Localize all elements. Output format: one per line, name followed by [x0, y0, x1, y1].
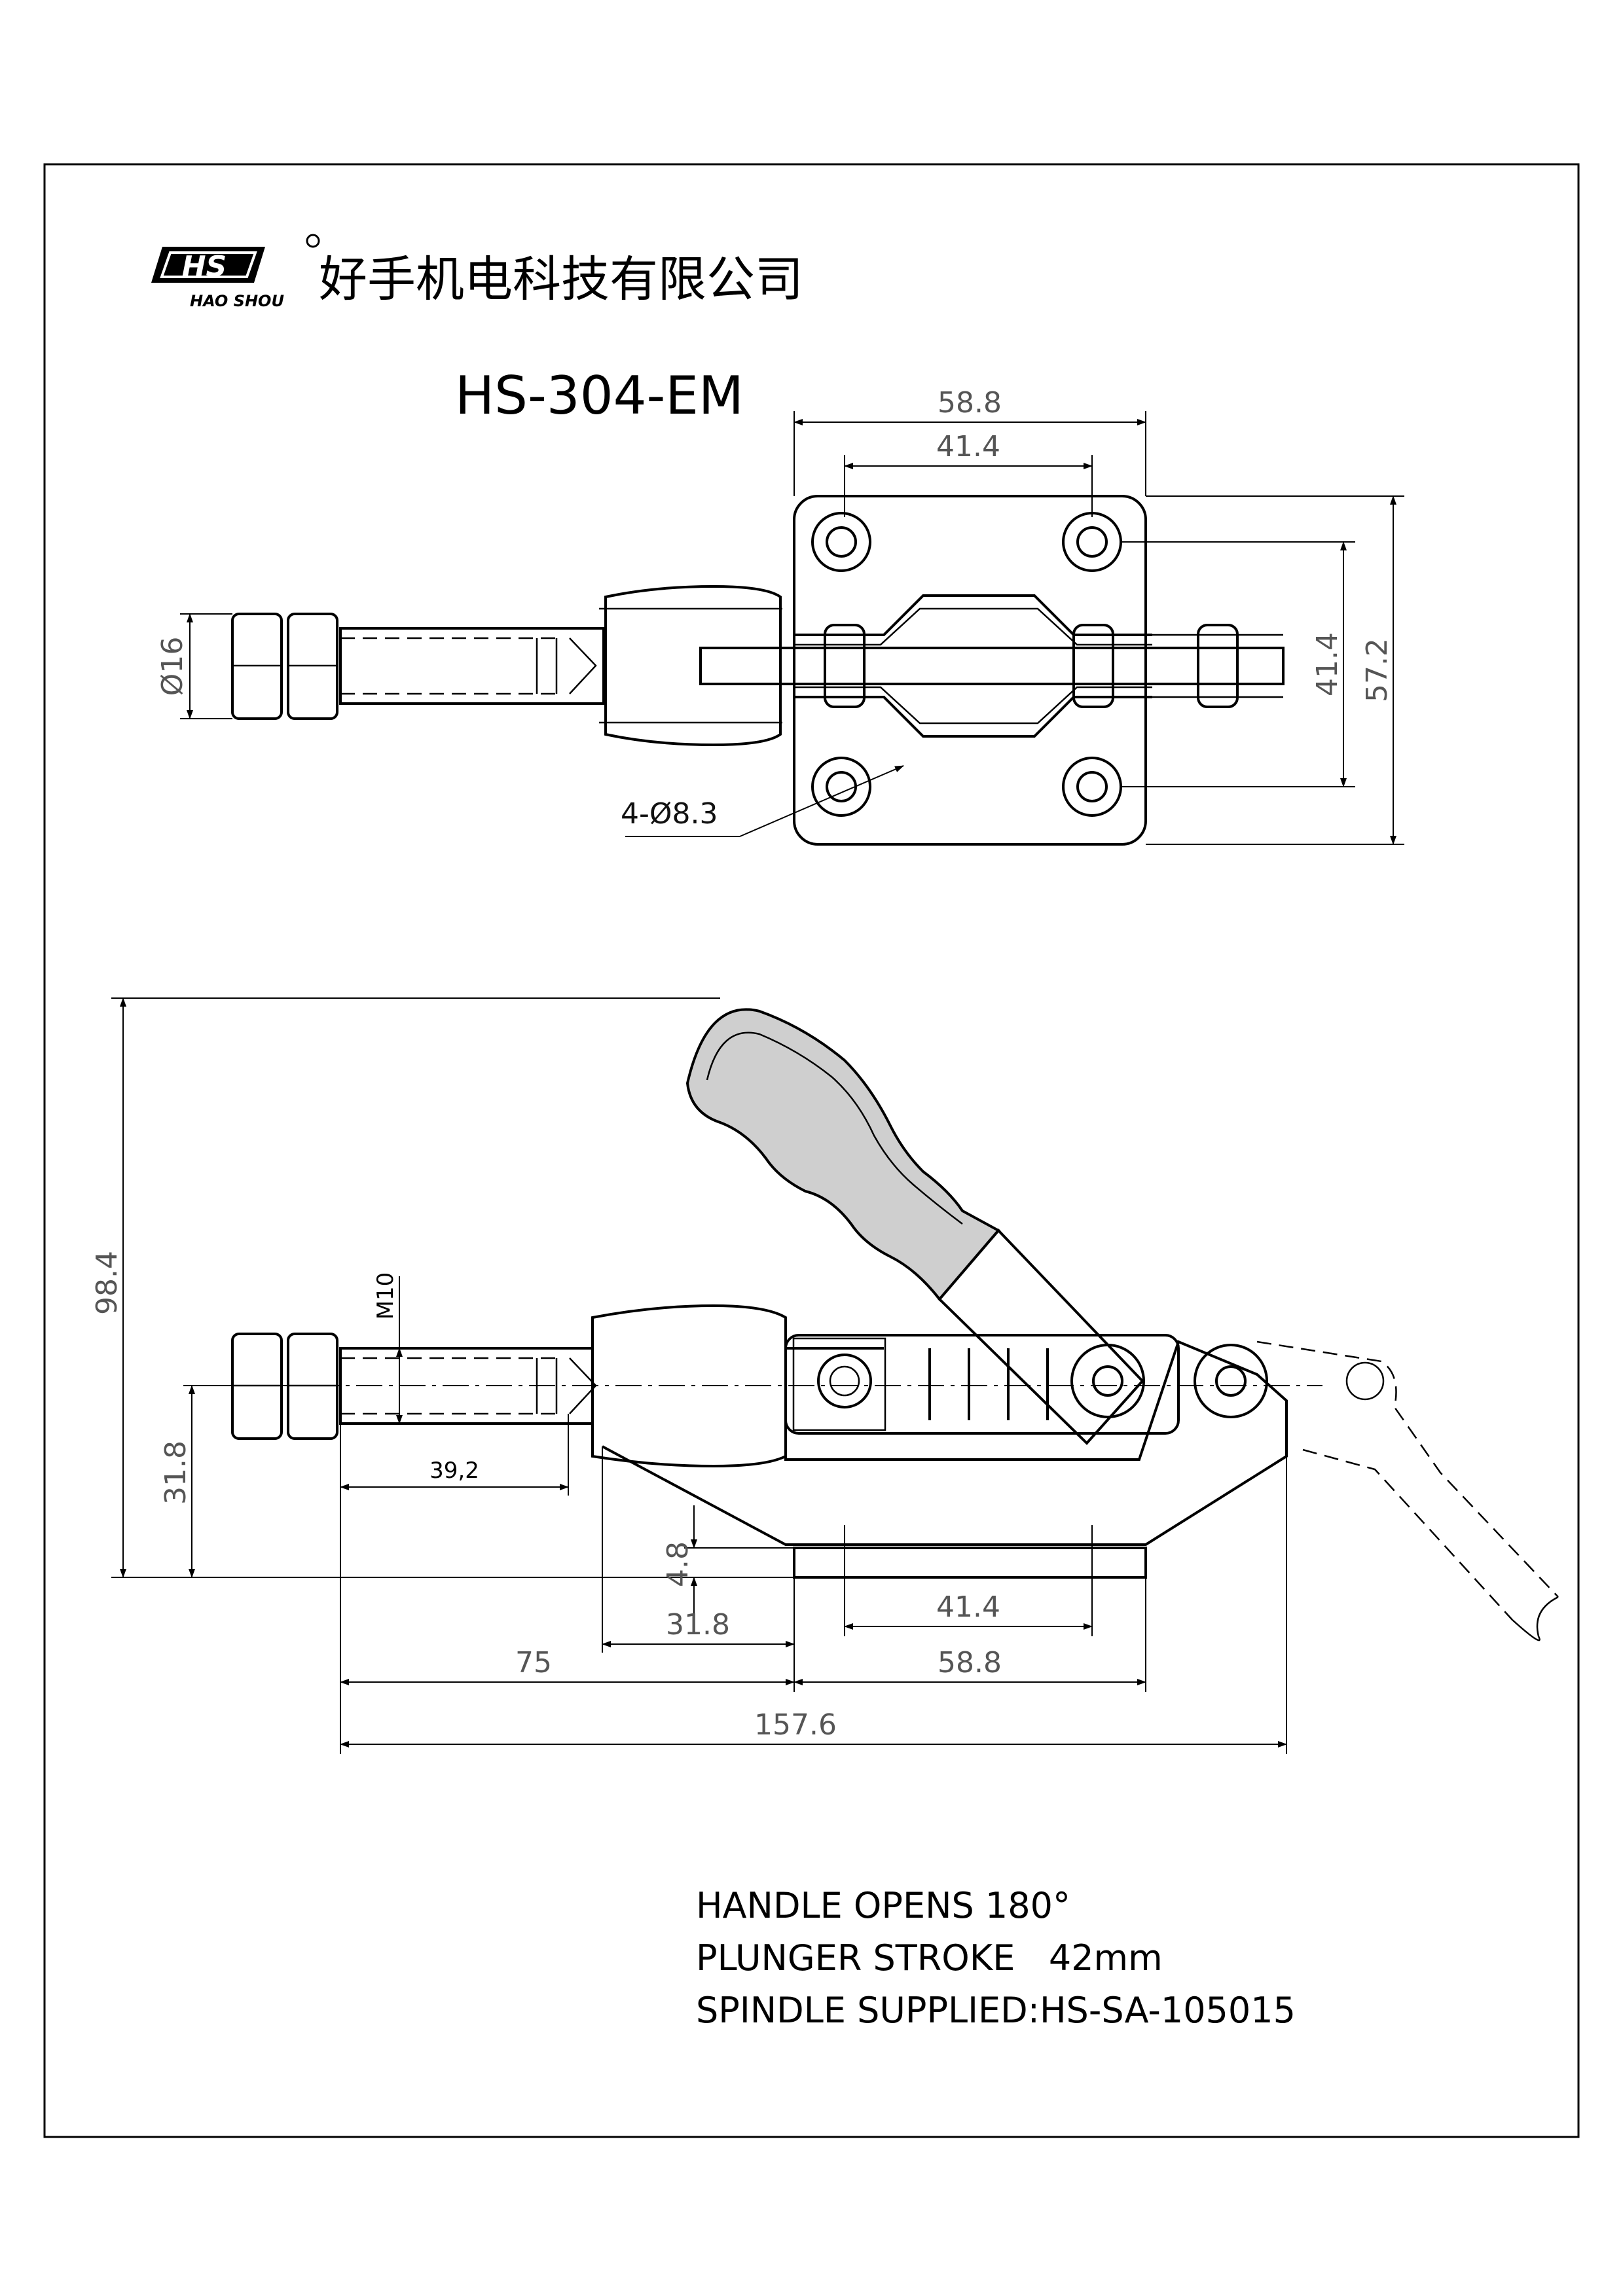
dim-thread-length: 39,2: [429, 1458, 479, 1484]
top-view: [231, 495, 1285, 846]
dim-spindle-diameter: Ø16: [156, 637, 189, 696]
notes: HANDLE OPENS 180° PLUNGER STROKE 42mm SP…: [696, 1885, 1296, 2031]
dim-base-thickness: 4.8: [661, 1541, 695, 1587]
pivot-pins: [824, 624, 1239, 708]
logo-text: HS: [182, 250, 227, 283]
dim-hole-spacing-y: 41.4: [1311, 632, 1344, 696]
base-flange: [793, 1547, 1147, 1579]
pivot-1: [817, 1354, 872, 1408]
pivot-3: [1194, 1344, 1268, 1418]
top-view-dimensions: 58.8 41.4 41.4 57.2 Ø16 4-Ø8.3: [156, 386, 1404, 845]
link-upper: [795, 594, 1152, 636]
note-spindle-supplied: SPINDLE SUPPLIED:HS-SA-105015: [696, 1990, 1296, 2031]
dim-plunger-length: 75: [515, 1646, 552, 1679]
pivot-2: [1070, 1344, 1145, 1418]
logo-subtitle: HAO SHOU: [190, 292, 284, 310]
dim-total-height: 98.4: [90, 1251, 124, 1315]
dim-offset: 31.8: [666, 1608, 730, 1641]
dim-thread: M10: [373, 1272, 399, 1320]
dim-hole-spacing: 41.4: [936, 1590, 1000, 1624]
hex-nut-2: [287, 613, 338, 720]
dim-base-length: 58.8: [938, 1646, 1002, 1679]
dim-hole-spacing-x: 41.4: [936, 430, 1000, 463]
hex-nut-1: [231, 613, 283, 720]
dim-base-width: 58.8: [938, 386, 1002, 420]
body-housing: [602, 1340, 1288, 1546]
company-logo: HS HAO SHOU: [151, 234, 320, 310]
dim-base-height: 57.2: [1360, 638, 1394, 702]
side-view-dimensions: 98.4 31.8 M10 39,2 4.8 41.4 31.8 75: [90, 997, 1287, 1754]
side-view: [183, 1008, 1559, 1641]
link-lower: [795, 696, 1152, 738]
note-handle-opens: HANDLE OPENS 180°: [696, 1885, 1070, 1926]
note-plunger-stroke: PLUNGER STROKE 42mm: [696, 1937, 1163, 1979]
page-border: [43, 163, 1580, 2138]
model-number: HS-304-EM: [455, 365, 744, 426]
body-barrel: [604, 584, 782, 747]
registered-mark-icon: [306, 234, 320, 248]
linkage-bar: [699, 647, 1285, 685]
handle-open-phantom: [1256, 1340, 1559, 1598]
dim-holes-callout: 4-Ø8.3: [621, 797, 718, 831]
link-block: [784, 1334, 1180, 1435]
dim-total-length: 157.6: [754, 1708, 837, 1742]
dim-axis-height: 31.8: [159, 1441, 192, 1505]
base-plate: [793, 495, 1147, 846]
company-name: 好手机电科技有限公司: [319, 251, 803, 308]
handle-grip: [685, 1008, 1001, 1302]
plunger-rod: [339, 627, 605, 705]
